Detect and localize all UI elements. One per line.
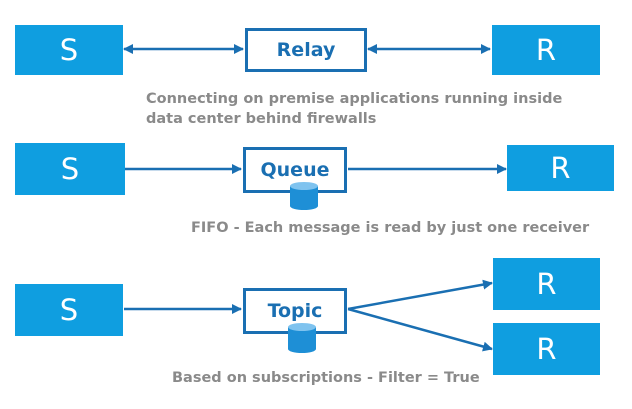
topic-receiver-label-1: R [536, 267, 557, 301]
queue-receiver-label: R [550, 151, 571, 185]
relay-sender-box: S [15, 25, 123, 75]
topic-receiver-box-2: R [493, 323, 600, 375]
relay-caption-line-1: Connecting on premise applications runni… [146, 91, 563, 107]
topic-receiver-box-1: R [493, 258, 600, 310]
topic-receiver-label-2: R [536, 332, 557, 366]
relay-service-label: Relay [276, 39, 336, 61]
queue-service-box: Queue [243, 147, 347, 193]
queue-receiver-box: R [507, 145, 614, 191]
relay-service-box: Relay [245, 28, 367, 72]
topic-outbound-arrow-2 [347, 307, 493, 352]
topic-service-box: Topic [243, 288, 347, 334]
relay-sender-label: S [59, 33, 79, 67]
queue-sender-box: S [15, 143, 125, 195]
topic-sender-label: S [59, 293, 79, 327]
relay-receiver-box: R [492, 25, 600, 75]
topic-sender-box: S [15, 284, 123, 336]
topic-outbound-arrow-1 [347, 279, 493, 311]
relay-caption-line-2: data center behind firewalls [146, 111, 377, 127]
queue-caption: FIFO - Each message is read by just one … [191, 220, 590, 236]
topic-caption: Based on subscriptions - Filter = True [172, 370, 480, 386]
queue-service-label: Queue [260, 159, 330, 181]
relay-receiver-label: R [535, 33, 557, 67]
topic-service-label: Topic [267, 300, 323, 322]
queue-sender-label: S [60, 152, 80, 186]
